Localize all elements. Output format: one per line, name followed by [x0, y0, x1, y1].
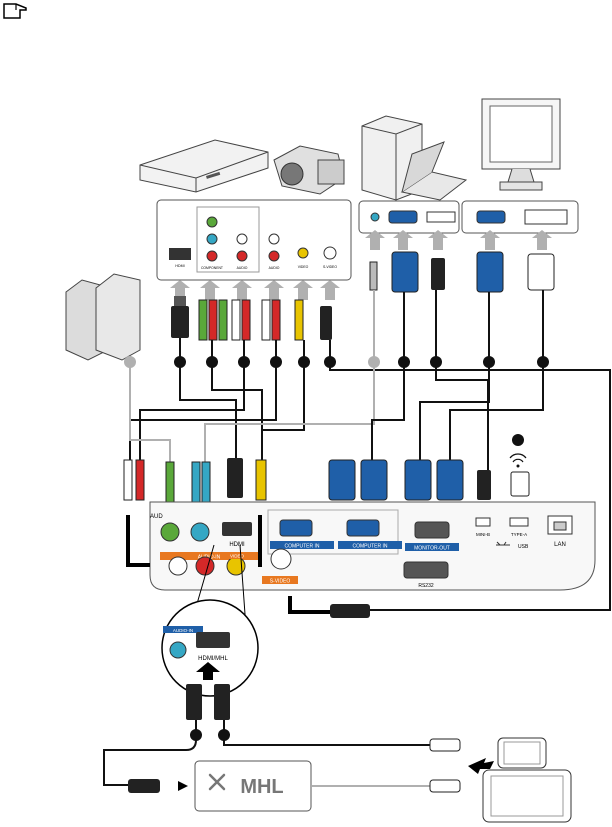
- note-icon: [3, 3, 27, 19]
- computer-in-label-1: COMPUTER IN: [285, 544, 320, 550]
- hdmi-port-label: HDMI: [175, 264, 184, 268]
- projector-video-label: VIDEO: [230, 554, 245, 559]
- projector-hdmi-label: HDMI: [229, 542, 245, 548]
- component-plugs-top: [198, 299, 228, 341]
- audio-port-label-2: AUDIO: [269, 266, 280, 270]
- mhl-logo: MHL: [240, 776, 283, 798]
- smartphone-illustration: [497, 737, 547, 769]
- zoom-audio-in-label: AUDIO-IN: [173, 628, 193, 633]
- computer-port-panel: [358, 200, 460, 234]
- av-device-port-panel: HDMI COMPONENT AUDIO AUDIO VIDEO S-VIDEO: [156, 199, 352, 281]
- svideo-plug-bottom: [330, 604, 370, 618]
- wireless-icon: [509, 453, 527, 468]
- component-port-label: COMPONENT: [201, 266, 223, 270]
- lan-port-icon: [547, 515, 573, 535]
- mobile-arrow: [468, 758, 494, 774]
- aud-label: AUD: [150, 514, 163, 520]
- mhl-adapter: MHL: [128, 760, 312, 812]
- mini-b-label: MINI-B: [476, 532, 490, 537]
- svideo-plug-top: [320, 306, 332, 340]
- tablet-illustration: [482, 769, 572, 823]
- audio-jack-plug-top: [369, 261, 378, 291]
- svideo-port-label: S-VIDEO: [323, 265, 337, 269]
- video-port-label: VIDEO: [298, 265, 309, 269]
- inset-arrow: [196, 662, 220, 680]
- type-a-label: TYPE-A: [511, 532, 527, 537]
- projector-arrows: [126, 515, 330, 614]
- projector-panel: AUD HDMI COMPUTER IN COMPUTER IN MONITOR…: [149, 501, 596, 591]
- dvi-plug-top: [527, 253, 555, 291]
- laptop-illustration: [400, 141, 468, 201]
- micro-usb-plug-bottom: [429, 779, 461, 793]
- zoom-inset: AUDIO-IN HDMI/MHL: [161, 544, 259, 697]
- projector-side-plugs: [123, 458, 530, 503]
- usb-plug-top: [431, 258, 445, 290]
- audio-plugs-top: [231, 299, 281, 341]
- camcorder-illustration: [273, 145, 345, 195]
- video-plug-top: [294, 299, 304, 341]
- monitor-illustration: [481, 98, 561, 191]
- micro-usb-plug-top: [429, 738, 461, 752]
- hdmi-plug-top: [171, 296, 189, 338]
- rs232-label: RS232: [418, 583, 434, 589]
- usb-label: USB: [518, 544, 529, 550]
- monitor-port-panel: [461, 200, 579, 234]
- audio-port-label-1: AUDIO: [237, 266, 248, 270]
- computer-in-label-2: COMPUTER IN: [353, 544, 388, 550]
- cables: [129, 290, 611, 611]
- speakers-illustration: [65, 273, 141, 364]
- mhl-plugs: [186, 684, 230, 720]
- hdmi-mhl-label: HDMI/MHL: [198, 656, 228, 662]
- mhl-cables: [103, 720, 430, 787]
- dvd-player-illustration: [139, 139, 269, 193]
- vga-plugs-top: [391, 251, 504, 293]
- projector-svideo-label: S-VIDEO: [270, 579, 291, 585]
- device-arrows: [170, 230, 552, 300]
- monitor-out-label: MONITOR-OUT: [414, 546, 450, 552]
- usb-icon: [496, 541, 510, 546]
- lan-label: LAN: [554, 542, 566, 548]
